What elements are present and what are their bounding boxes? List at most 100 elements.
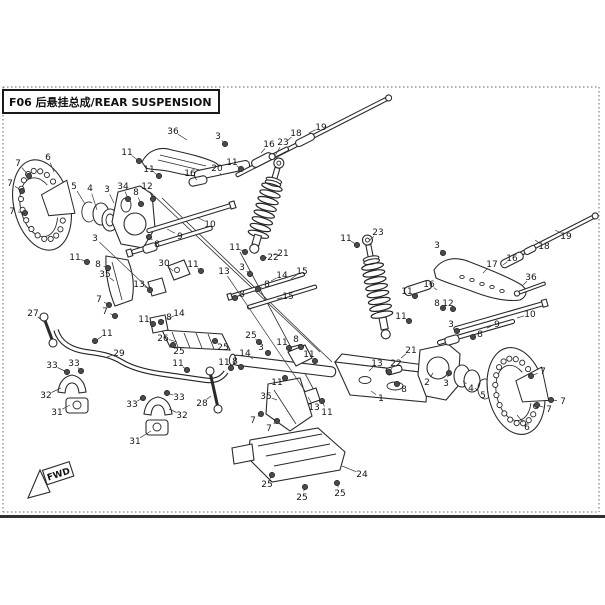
callout-label-23: 23	[372, 228, 383, 238]
callout-label-11: 11	[401, 287, 412, 297]
disc-hole	[512, 356, 519, 363]
callout-label-6: 6	[45, 153, 51, 163]
callout-label-35: 35	[260, 392, 271, 402]
fastener	[268, 471, 275, 478]
fastener	[140, 394, 147, 401]
callout-label-3: 3	[215, 132, 221, 142]
leader-line	[368, 366, 374, 372]
callout-label-3: 3	[258, 343, 264, 353]
leader-line	[144, 286, 151, 290]
callout-label-8: 8	[239, 290, 245, 300]
leader-line	[368, 235, 375, 242]
callout-label-15: 15	[296, 267, 307, 277]
brake-disc-right	[486, 347, 550, 435]
fastener	[150, 320, 157, 327]
disc-hole	[20, 177, 27, 184]
guard-plate-35-left	[105, 255, 134, 307]
disc-hole	[506, 355, 513, 362]
callout-label-7: 7	[15, 159, 21, 169]
callout-label-11: 11	[121, 148, 132, 158]
fastener	[255, 338, 262, 345]
leader-line	[37, 316, 45, 323]
bracket-13-left	[147, 277, 167, 297]
callout-label-3: 3	[239, 263, 245, 273]
callout-label-31: 31	[51, 408, 62, 418]
disc-hole	[525, 417, 532, 424]
fastener	[105, 264, 112, 271]
callout-label-11: 11	[321, 408, 332, 418]
leader-line	[260, 148, 266, 154]
leader-line	[76, 190, 86, 205]
callout-label-11: 11	[172, 359, 183, 369]
callout-label-3: 3	[104, 185, 110, 195]
leader-line	[522, 280, 528, 286]
fastener	[411, 292, 418, 299]
leader-line	[341, 465, 357, 473]
callout-label-8: 8	[166, 313, 172, 323]
callout-label-20: 20	[211, 164, 223, 174]
callout-label-8: 8	[401, 385, 407, 395]
disc-hole	[501, 410, 508, 417]
leader-line	[166, 228, 175, 234]
callout-label-12: 12	[141, 182, 152, 192]
disc-hole	[59, 217, 66, 224]
callout-label-3: 3	[448, 320, 454, 330]
page-title: F06 后悬挂总成/REAR SUSPENSION	[2, 89, 220, 114]
fastener	[449, 305, 456, 312]
callout-label-11: 11	[395, 312, 406, 322]
fastener	[138, 201, 145, 208]
leader-line	[91, 193, 98, 211]
callout-label-8: 8	[95, 260, 101, 270]
fastener	[281, 374, 288, 381]
fastener	[247, 270, 254, 277]
leader-line	[308, 129, 316, 134]
callout-label-6: 6	[524, 423, 530, 433]
disc-hole	[496, 401, 503, 409]
shock-absorber-right	[361, 234, 394, 340]
axle-bolts-right	[436, 298, 549, 346]
fastener	[439, 304, 446, 311]
callout-label-29: 29	[113, 349, 125, 359]
callout-label-11: 11	[226, 158, 237, 168]
callout-label-8: 8	[293, 335, 299, 345]
leader-line	[139, 430, 152, 439]
callout-label-25: 25	[261, 480, 272, 490]
callout-label-10: 10	[524, 310, 536, 320]
leader-line	[177, 133, 188, 141]
callout-label-31: 31	[129, 437, 140, 447]
tie-rod-top-right	[500, 212, 599, 297]
disc-hole	[47, 235, 54, 242]
fastener	[25, 173, 32, 180]
callout-label-18: 18	[538, 242, 550, 252]
fastener	[106, 301, 113, 308]
callout-label-14: 14	[239, 349, 251, 359]
leader-line	[290, 274, 298, 280]
disc-hole	[507, 416, 514, 423]
stabilizer-bar	[53, 329, 229, 384]
frame-border	[0, 86, 605, 518]
fastener	[125, 196, 132, 203]
fastener	[84, 258, 91, 265]
leader-line	[430, 372, 434, 378]
callout-label-11: 11	[229, 243, 240, 253]
callout-label-14: 14	[276, 271, 288, 281]
callout-label-26: 26	[157, 334, 169, 344]
callout-label-5: 5	[480, 391, 486, 401]
fastener	[527, 372, 534, 379]
disc-hole	[525, 366, 532, 373]
callout-label-8: 8	[232, 357, 238, 367]
leader-line	[400, 353, 407, 359]
leader-line	[270, 277, 277, 282]
fastener	[158, 318, 165, 325]
leader-line	[462, 380, 467, 385]
leader-line	[168, 266, 174, 272]
fastener	[393, 380, 400, 387]
fastener	[255, 285, 262, 292]
disc-hole	[30, 167, 37, 175]
callout-label-13: 13	[133, 280, 144, 290]
callout-label-13: 13	[308, 403, 319, 413]
callout-label-17: 17	[486, 260, 497, 270]
disc-hole	[496, 364, 503, 371]
callout-label-8: 8	[434, 299, 440, 309]
